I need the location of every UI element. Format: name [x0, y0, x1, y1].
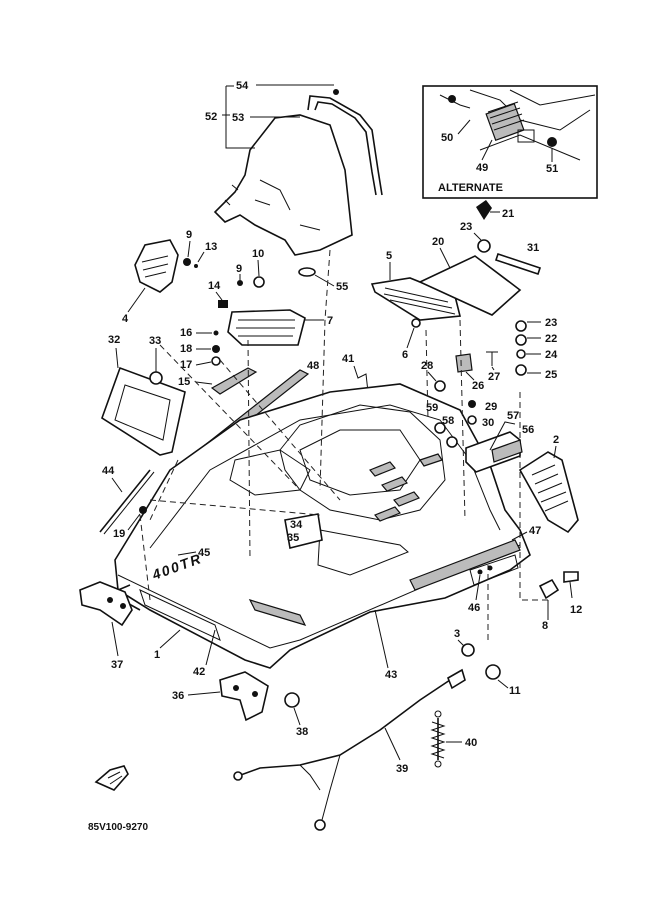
access-plate-20 [418, 255, 522, 316]
cable-39 [233, 668, 466, 831]
part-label-57: 57 [507, 410, 519, 422]
part-label-2: 2 [553, 434, 559, 446]
part-label-41: 41 [342, 353, 354, 365]
part-label-50: 50 [441, 132, 453, 144]
part-label-20: 20 [432, 236, 444, 248]
part-label-35: 35 [287, 532, 299, 544]
part-label-39: 39 [396, 763, 408, 775]
part-label-17: 17 [180, 359, 192, 371]
part-label-46: 46 [468, 602, 480, 614]
alternate-inset: ALTERNATE 50 49 51 [422, 85, 598, 199]
hinge-36 [219, 671, 269, 722]
part-label-33: 33 [149, 335, 161, 347]
part-label-31: 31 [527, 242, 539, 254]
part-label-15: 15 [178, 376, 190, 388]
part-label-42: 42 [193, 666, 205, 678]
part-label-47: 47 [529, 525, 541, 537]
part-label-51: 51 [546, 163, 558, 175]
inset-alternate-label: ALTERNATE [438, 182, 503, 194]
part-label-25: 25 [545, 369, 557, 381]
right-side-vent [518, 451, 579, 534]
part-label-40: 40 [465, 737, 477, 749]
part-label-23b: 23 [545, 317, 557, 329]
part-label-29: 29 [485, 401, 497, 413]
part-label-28: 28 [421, 360, 433, 372]
part-label-5: 5 [386, 250, 392, 262]
part-label-4: 4 [122, 313, 129, 325]
part-label-27: 27 [488, 371, 500, 383]
front-grille [227, 309, 306, 346]
part-label-52: 52 [205, 111, 217, 123]
part-label-56: 56 [522, 424, 534, 436]
part-label-18: 18 [180, 343, 192, 355]
part-label-21: 21 [502, 208, 514, 220]
part-label-44: 44 [102, 465, 115, 477]
part-label-36: 36 [172, 690, 184, 702]
part-label-11: 11 [509, 685, 521, 697]
top-vent-5 [370, 277, 462, 321]
part-label-49: 49 [476, 162, 488, 174]
part-label-53: 53 [232, 112, 244, 124]
part-label-48: 48 [307, 360, 319, 372]
left-side-light [134, 239, 198, 293]
part-label-16: 16 [180, 327, 192, 339]
clip-icon [94, 765, 129, 791]
part-label-37: 37 [111, 659, 123, 671]
part-label-19: 19 [113, 528, 125, 540]
part-label-26: 26 [472, 380, 484, 392]
part-label-14: 14 [208, 280, 221, 292]
part-label-24: 24 [545, 349, 558, 361]
part-label-1: 1 [154, 649, 160, 661]
windshield [213, 89, 383, 256]
part-label-43: 43 [385, 669, 397, 681]
part-label-30: 30 [482, 417, 494, 429]
hood-body [114, 383, 531, 669]
part-label-59: 59 [426, 402, 438, 414]
part-label-45: 45 [198, 547, 210, 559]
part-label-9b: 9 [236, 263, 242, 275]
part-label-23a: 23 [460, 221, 472, 233]
part-label-10: 10 [252, 248, 264, 260]
part-label-12: 12 [570, 604, 582, 616]
part-label-32: 32 [108, 334, 120, 346]
part-label-34: 34 [290, 519, 303, 531]
part-label-7: 7 [327, 315, 333, 327]
part-label-38: 38 [296, 726, 308, 738]
part-label-55: 55 [336, 281, 348, 293]
part-label-9a: 9 [186, 229, 192, 241]
part-label-22: 22 [545, 333, 557, 345]
leader-52 [225, 115, 255, 149]
part-label-8: 8 [542, 620, 548, 632]
drawing-code: 85V100-9270 [88, 822, 148, 833]
emblem-56 [465, 431, 523, 473]
part-label-6: 6 [402, 349, 408, 361]
part-label-58: 58 [442, 415, 454, 427]
part-label-3: 3 [454, 628, 460, 640]
part-label-54: 54 [236, 80, 249, 92]
part-label-13: 13 [205, 241, 217, 253]
left-panel [101, 366, 186, 456]
spring-40 [430, 710, 446, 768]
hinge-37 [79, 581, 133, 627]
